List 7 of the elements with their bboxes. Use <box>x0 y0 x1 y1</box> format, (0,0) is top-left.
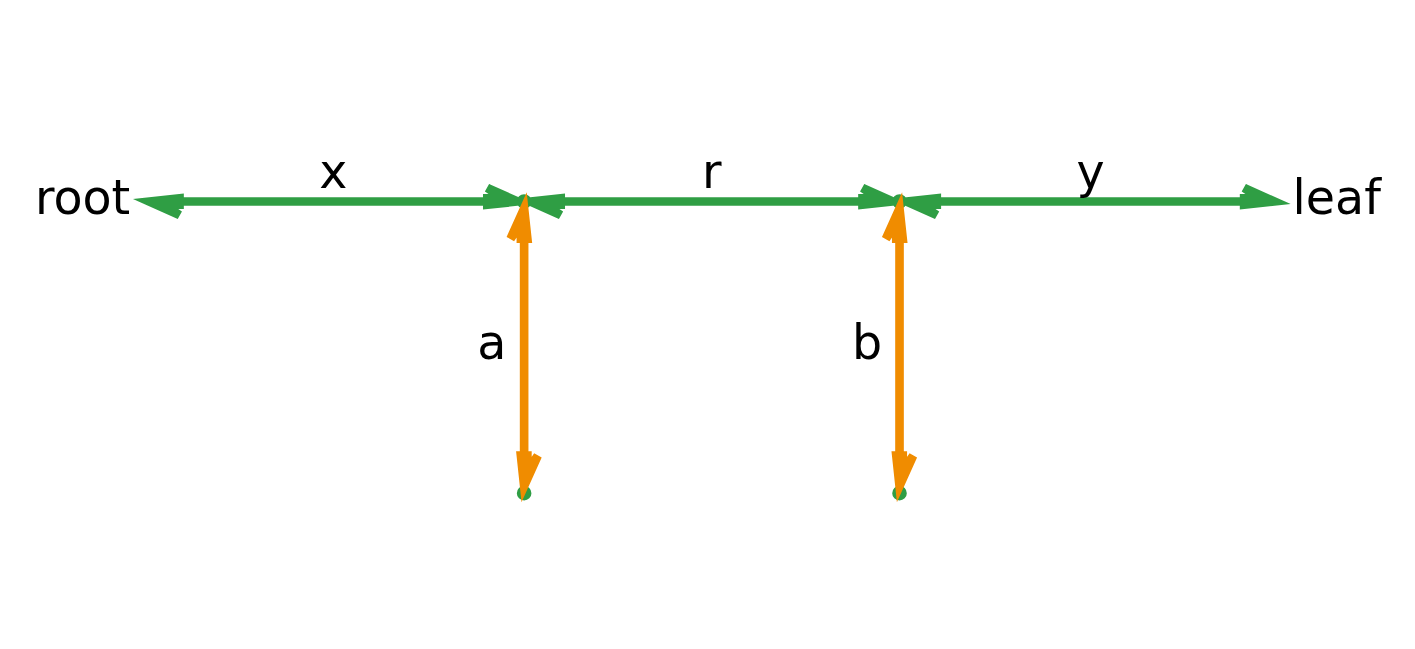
node-text: root <box>34 169 131 225</box>
edge-label: x <box>319 143 348 199</box>
edge-label: y <box>1076 143 1105 199</box>
node-text: leaf <box>1292 169 1381 225</box>
edge-label: r <box>702 143 722 199</box>
edge-label: b <box>852 315 883 371</box>
edge-label: a <box>477 315 507 371</box>
